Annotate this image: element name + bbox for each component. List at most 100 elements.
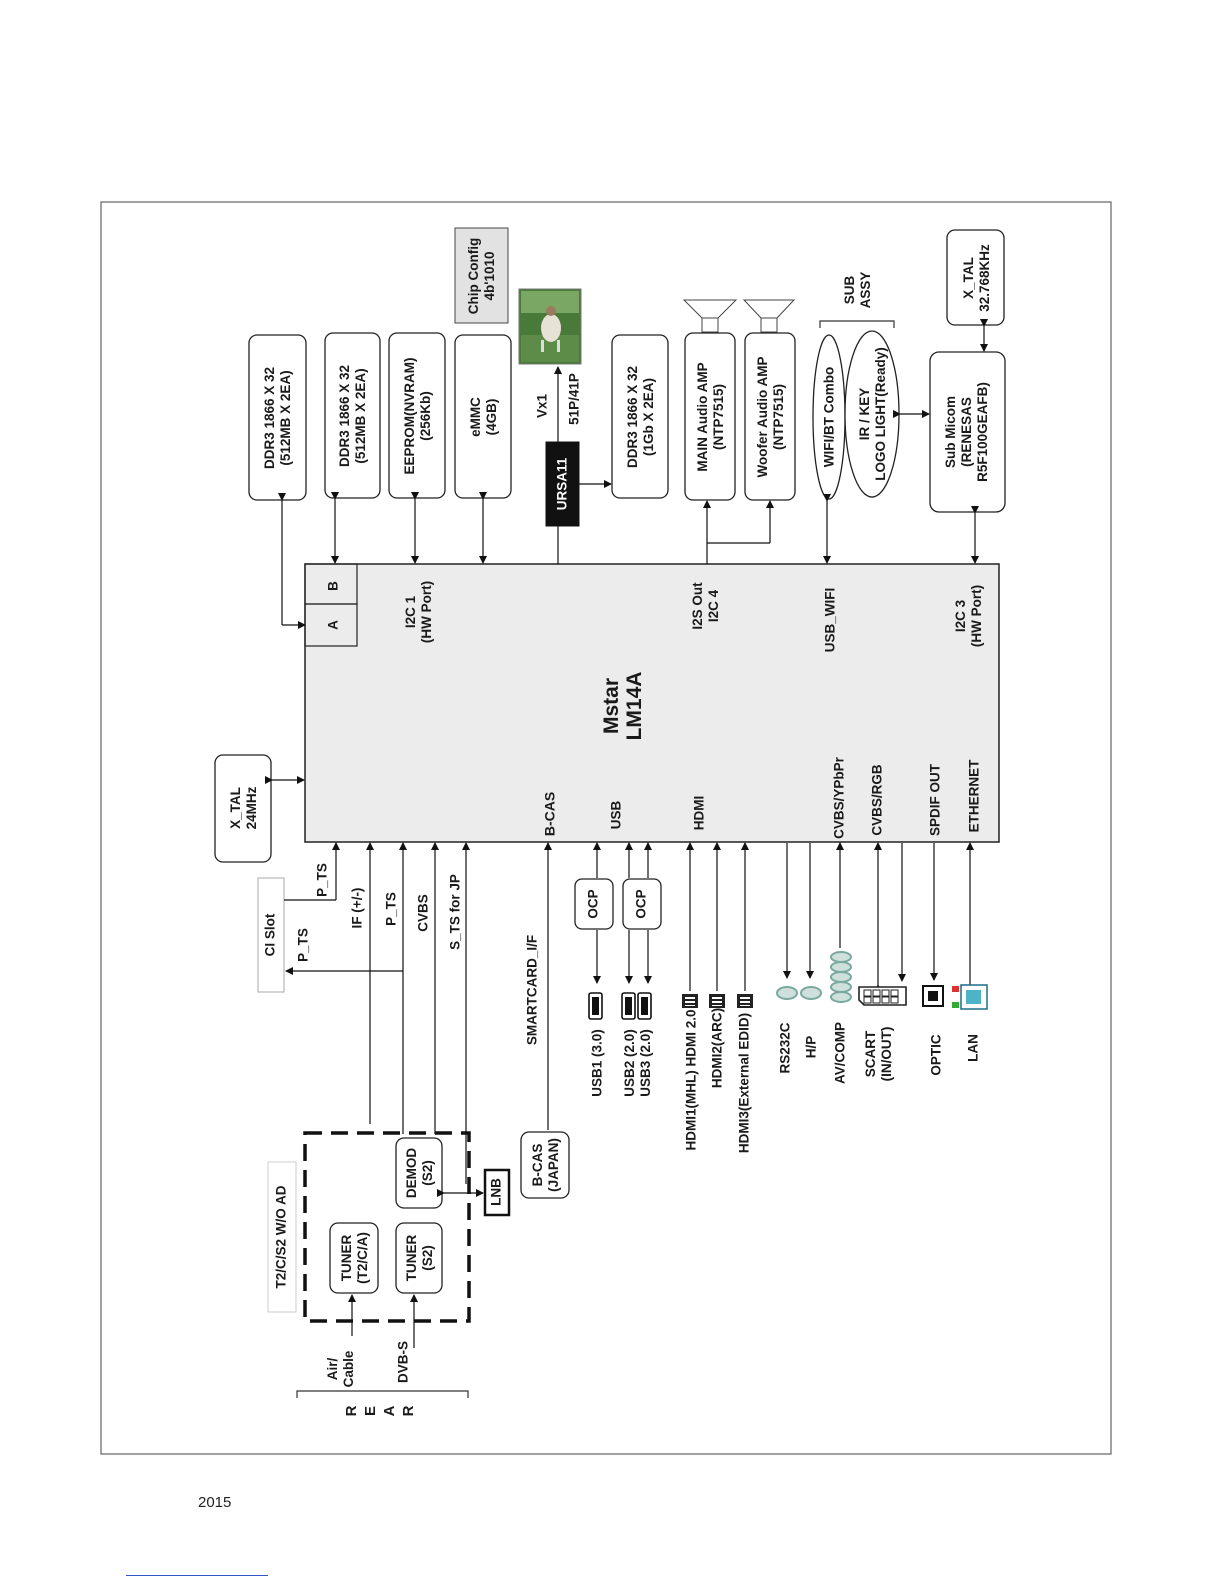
soc-hdmi-label: HDMI bbox=[692, 796, 707, 831]
demod-label: DEMOD bbox=[404, 1148, 419, 1199]
sub-micom-block: Sub Micom (RENESAS R5F100GEAFB) bbox=[929, 351, 1006, 513]
hdmi2-label: HDMI2(ARC) bbox=[710, 1008, 725, 1088]
air-cable-label: Air/ bbox=[325, 1358, 340, 1381]
hdmi1-port-icon bbox=[682, 994, 698, 1008]
lan-port-icon bbox=[952, 984, 988, 1010]
hp-jack-icon bbox=[800, 986, 822, 1000]
soc-port-b-label: B bbox=[326, 581, 341, 591]
t2-group-label-box: T2/C/S2 W/O AD bbox=[267, 1161, 297, 1313]
ocp-label-1: OCP bbox=[586, 889, 601, 918]
rear-letter-2: E bbox=[362, 1406, 379, 1416]
emmc-sub: (4GB) bbox=[484, 399, 499, 436]
lan-label: LAN bbox=[966, 1034, 981, 1062]
usb1-label: USB1 (3.0) bbox=[590, 1029, 605, 1097]
scart-port-icon bbox=[858, 986, 907, 1006]
ir-key-label: IR / KEY bbox=[857, 388, 872, 441]
ursa-label: URSA11 bbox=[555, 457, 570, 510]
ursa-block: URSA11 bbox=[545, 441, 580, 527]
soc-i2c1-sub: (HW Port) bbox=[419, 581, 434, 643]
bcas-japan-sub: (JAPAN) bbox=[546, 1138, 561, 1192]
bcas-japan-block: B-CAS (JAPAN) bbox=[520, 1131, 570, 1199]
eeprom-block: EEPROM(NVRAM) (256Kb) bbox=[388, 332, 446, 499]
woofer-amp-sub: (NTP7515) bbox=[771, 384, 786, 450]
soc-spdif-label: SPDIF OUT bbox=[928, 763, 943, 836]
wifi-bt-combo: WIFI/BT Combo bbox=[812, 334, 846, 500]
sub-assy-label: SUB bbox=[842, 276, 857, 305]
tuner-t2-block: TUNER (T2/C/A) bbox=[329, 1222, 379, 1294]
soc-ethernet-label: ETHERNET bbox=[967, 759, 982, 833]
emmc-label: eMMC bbox=[468, 397, 483, 437]
hp-label: H/P bbox=[804, 1036, 819, 1059]
panel-image bbox=[518, 288, 582, 365]
xtal-sub-block: X_TAL 32.768KHz bbox=[946, 229, 1005, 326]
diagram-frame bbox=[100, 201, 1112, 1455]
rear-label: R E A R bbox=[343, 1405, 417, 1416]
vx1-label: Vx1 bbox=[535, 394, 550, 419]
rear-letter-4: R bbox=[400, 1405, 417, 1416]
ddr3-a-label: DDR3 1866 X 32 bbox=[262, 367, 277, 469]
sub-assy-label-2: ASSY bbox=[858, 272, 873, 309]
tuner-group-frame bbox=[303, 1131, 471, 1323]
footer-rule bbox=[126, 1575, 268, 1576]
av-comp-label: AV/COMP bbox=[833, 1022, 848, 1084]
xtal-sub-freq: 32.768KHz bbox=[977, 244, 992, 312]
signal-smartcard: SMARTCARD_I/F bbox=[525, 935, 540, 1045]
main-amp-label: MAIN Audio AMP bbox=[695, 362, 710, 471]
ddr3-c-block: DDR3 1866 X 32 (1Gb X 2EA) bbox=[611, 334, 669, 499]
av-comp-jack-icon bbox=[830, 951, 852, 1003]
top-connections bbox=[278, 319, 988, 629]
woofer-amp-block: Woofer Audio AMP (NTP7515) bbox=[744, 332, 796, 501]
rear-letter-1: R bbox=[343, 1405, 360, 1416]
demod-block: DEMOD (S2) bbox=[395, 1137, 443, 1209]
soc-i2c1-label: I2C 1 bbox=[403, 595, 418, 628]
usb2-label: USB2 (2.0) bbox=[622, 1029, 637, 1097]
xtal-main-freq: 24MHz bbox=[244, 786, 259, 829]
optic-port-icon bbox=[922, 985, 944, 1007]
xtal-main-block: X_TAL 24MHz bbox=[214, 754, 272, 863]
usb3-port-icon bbox=[637, 992, 652, 1020]
tuner-s2-sub: (S2) bbox=[420, 1245, 435, 1271]
soc-usb-wifi-label: USB_WIFI bbox=[823, 588, 838, 653]
lnb-label: LNB bbox=[489, 1178, 504, 1206]
soc-bcas-label: B-CAS bbox=[542, 792, 558, 836]
hdmi3-port-icon bbox=[737, 994, 753, 1008]
usb2-port-icon bbox=[621, 992, 636, 1020]
ocp-block-1: OCP bbox=[574, 878, 614, 930]
scart-label: SCART bbox=[863, 1030, 878, 1077]
rs232c-jack-icon bbox=[776, 986, 798, 1000]
main-speaker-icon bbox=[682, 299, 738, 333]
chip-config-value: 4b'1010 bbox=[482, 252, 497, 301]
ci-slot-label: CI Slot bbox=[263, 913, 278, 956]
t2-group-label: T2/C/S2 W/O AD bbox=[274, 1185, 289, 1288]
soc-cvbs-ypbpr-label: CVBS/YPbPr bbox=[832, 756, 847, 839]
tuner-s2-label: TUNER bbox=[404, 1235, 419, 1282]
rear-letter-3: A bbox=[381, 1405, 398, 1416]
hdmi3-label: HDMI3(External EDID) bbox=[737, 1013, 752, 1153]
ddr3-a-block: DDR3 1866 X 32 (512MB X 2EA) bbox=[248, 334, 307, 501]
ir-key-assy: IR / KEY LOGO LIGHT(Ready) bbox=[844, 330, 900, 498]
ddr3-b-label: DDR3 1866 X 32 bbox=[337, 365, 352, 467]
signal-cvbs: CVBS bbox=[416, 894, 431, 932]
chip-config-block: Chip Config 4b'1010 bbox=[454, 227, 509, 324]
tuner-s2-block: TUNER (S2) bbox=[395, 1222, 443, 1294]
dvbs-label: DVB-S bbox=[396, 1341, 411, 1383]
signal-if: IF (+/-) bbox=[350, 888, 365, 929]
xtal-sub-label: X_TAL bbox=[961, 257, 976, 299]
soc-i2c3-sub: (HW Port) bbox=[969, 585, 984, 647]
hdmi1-label: HDMI1(MHL) HDMI 2.0 bbox=[684, 1010, 699, 1151]
ddr3-c-label: DDR3 1866 X 32 bbox=[625, 366, 640, 468]
soc-cvbs-rgb-label: CVBS/RGB bbox=[870, 764, 885, 836]
chip-config-label: Chip Config bbox=[466, 238, 481, 314]
sub-assy-bracket bbox=[819, 320, 895, 328]
soc-port-b-box bbox=[304, 563, 358, 605]
sub-micom-label: Sub Micom bbox=[943, 396, 958, 468]
soc-port-a-label: A bbox=[326, 620, 341, 630]
usb1-port-icon bbox=[588, 992, 603, 1020]
lnb-block: LNB bbox=[483, 1168, 511, 1217]
soc-usb-label: USB bbox=[609, 801, 624, 830]
woofer-speaker-icon bbox=[742, 299, 796, 333]
ddr3-b-block: DDR3 1866 X 32 (512MB X 2EA) bbox=[324, 332, 381, 499]
ci-slot-block: CI Slot bbox=[257, 877, 285, 993]
scart-sub: (IN/OUT) bbox=[879, 1027, 894, 1082]
